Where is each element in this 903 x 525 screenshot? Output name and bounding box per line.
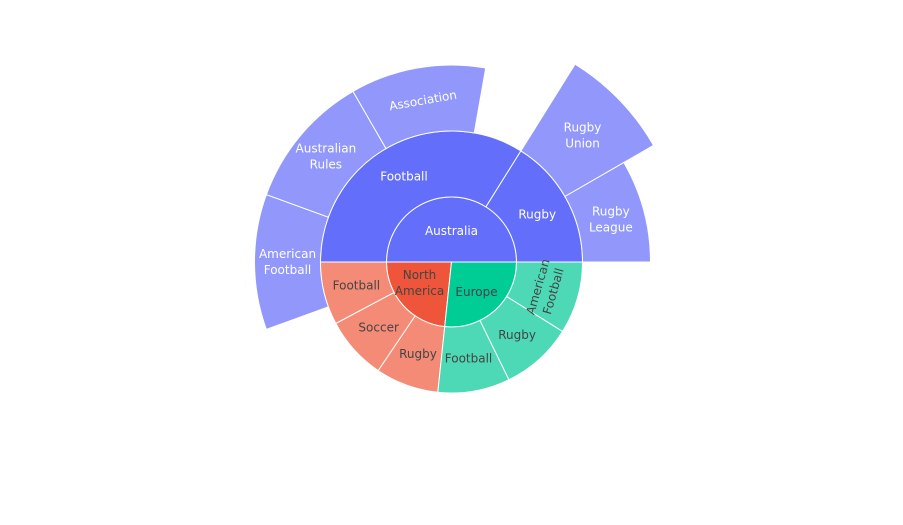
australia-rugby-rugby-union-label-line: Rugby <box>564 120 602 134</box>
australia-football-australian-rules-label-line: Australian <box>296 142 357 156</box>
north-america-rugby-label: Rugby <box>399 347 437 361</box>
europe-american-football-segment[interactable] <box>505 261 584 333</box>
north-america-soccer-label-line: Soccer <box>358 321 399 335</box>
north-america-football-label-line: Football <box>333 279 381 293</box>
north-america-label-line: North <box>403 268 437 282</box>
australia-football-label: Football <box>380 169 428 183</box>
australia-football-australian-rules-segment[interactable] <box>265 90 387 218</box>
australia-football-american-football-label-line: American <box>259 247 316 261</box>
australia-rugby-label: Rugby <box>518 207 556 221</box>
north-america-football-label: Football <box>333 279 381 293</box>
australia-football-american-football-label-line: Football <box>264 263 312 277</box>
north-america-soccer-label: Soccer <box>358 321 399 335</box>
north-america-label-line: America <box>395 284 445 298</box>
australia-label-line: Australia <box>425 224 478 238</box>
australia-rugby-rugby-league-label-line: League <box>589 220 633 234</box>
australia-rugby-rugby-union-segment[interactable] <box>520 63 655 198</box>
europe-rugby-label-line: Rugby <box>498 328 536 342</box>
australia-rugby-rugby-league-segment[interactable] <box>564 161 651 263</box>
australia-rugby-label-line: Rugby <box>518 207 556 221</box>
europe-label: Europe <box>455 285 497 299</box>
australia-rugby-rugby-union-label-line: Union <box>565 136 600 150</box>
chart-segments <box>254 63 655 394</box>
australia-rugby-rugby-league-label-line: Rugby <box>592 204 630 218</box>
australia-football-american-football-segment[interactable] <box>254 193 330 331</box>
europe-rugby-label: Rugby <box>498 328 536 342</box>
north-america-rugby-label-line: Rugby <box>399 347 437 361</box>
europe-label-line: Europe <box>455 285 497 299</box>
europe-football-label-line: Football <box>445 352 493 366</box>
australia-football-association-segment[interactable] <box>352 64 487 150</box>
europe-football-label: Football <box>445 352 493 366</box>
australia-football-australian-rules-label-line: Rules <box>310 158 342 172</box>
australia-label: Australia <box>425 224 478 238</box>
australia-football-label-line: Football <box>380 169 428 183</box>
